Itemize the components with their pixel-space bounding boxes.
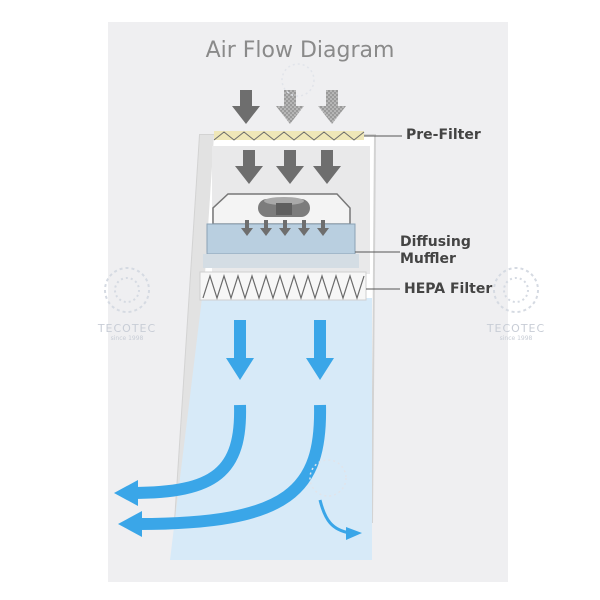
outflow-curve-upper	[131, 404, 247, 499]
fan-top	[264, 197, 304, 205]
outflow-head-upper	[114, 480, 138, 506]
watermark-right-brand: TECOTEC	[486, 322, 546, 335]
fan-hub	[276, 203, 292, 215]
inlet-arrow-left	[232, 90, 260, 124]
diffusing-muffler-label-line1: Diffusing	[400, 234, 471, 250]
hepa-filter-pleats	[202, 274, 365, 300]
watermark-left-tagline: since 1998	[110, 335, 144, 342]
watermark-logo-top	[281, 63, 315, 97]
plenum-arrow-right	[313, 150, 341, 184]
diffusing-muffler-label-line2: Muffler	[400, 251, 456, 267]
watermark-left: TECOTEC since 1998	[87, 322, 167, 342]
hepa-filter-label-text: HEPA Filter	[404, 281, 493, 297]
outflow-small-head	[346, 527, 362, 540]
pre-filter-label-text: Pre-Filter	[406, 127, 481, 143]
inlet-arrow-middle	[276, 90, 304, 124]
watermark-right-tagline: since 1998	[499, 335, 533, 342]
clean-downflow-arrow-left	[226, 320, 254, 380]
pre-filter-pleats	[213, 131, 365, 141]
diagram-title: Air Flow Diagram	[205, 38, 395, 63]
outflow-head-lower	[118, 511, 142, 537]
muffler-base	[203, 254, 359, 268]
watermark-right: TECOTEC since 1998	[476, 322, 556, 342]
hepa-filter-label: HEPA Filter	[404, 281, 492, 298]
watermark-logo-right	[493, 267, 539, 313]
plenum-arrow-middle	[276, 150, 304, 184]
inlet-arrow-right	[318, 90, 346, 124]
outflow-curve-lower	[137, 404, 327, 530]
clean-downflow-arrow-right	[306, 320, 334, 380]
outflow-small-curve	[318, 499, 351, 535]
muffler-arrows	[241, 220, 329, 236]
pre-filter-label: Pre-Filter	[406, 127, 481, 144]
cabinet-side-wall	[175, 135, 214, 522]
plenum-arrow-left	[235, 150, 263, 184]
diffusing-muffler-label: Diffusing Muffler	[400, 234, 471, 268]
watermark-logo-bottom	[309, 459, 347, 497]
watermark-logo-left	[104, 267, 150, 313]
watermark-left-brand: TECOTEC	[97, 322, 157, 335]
